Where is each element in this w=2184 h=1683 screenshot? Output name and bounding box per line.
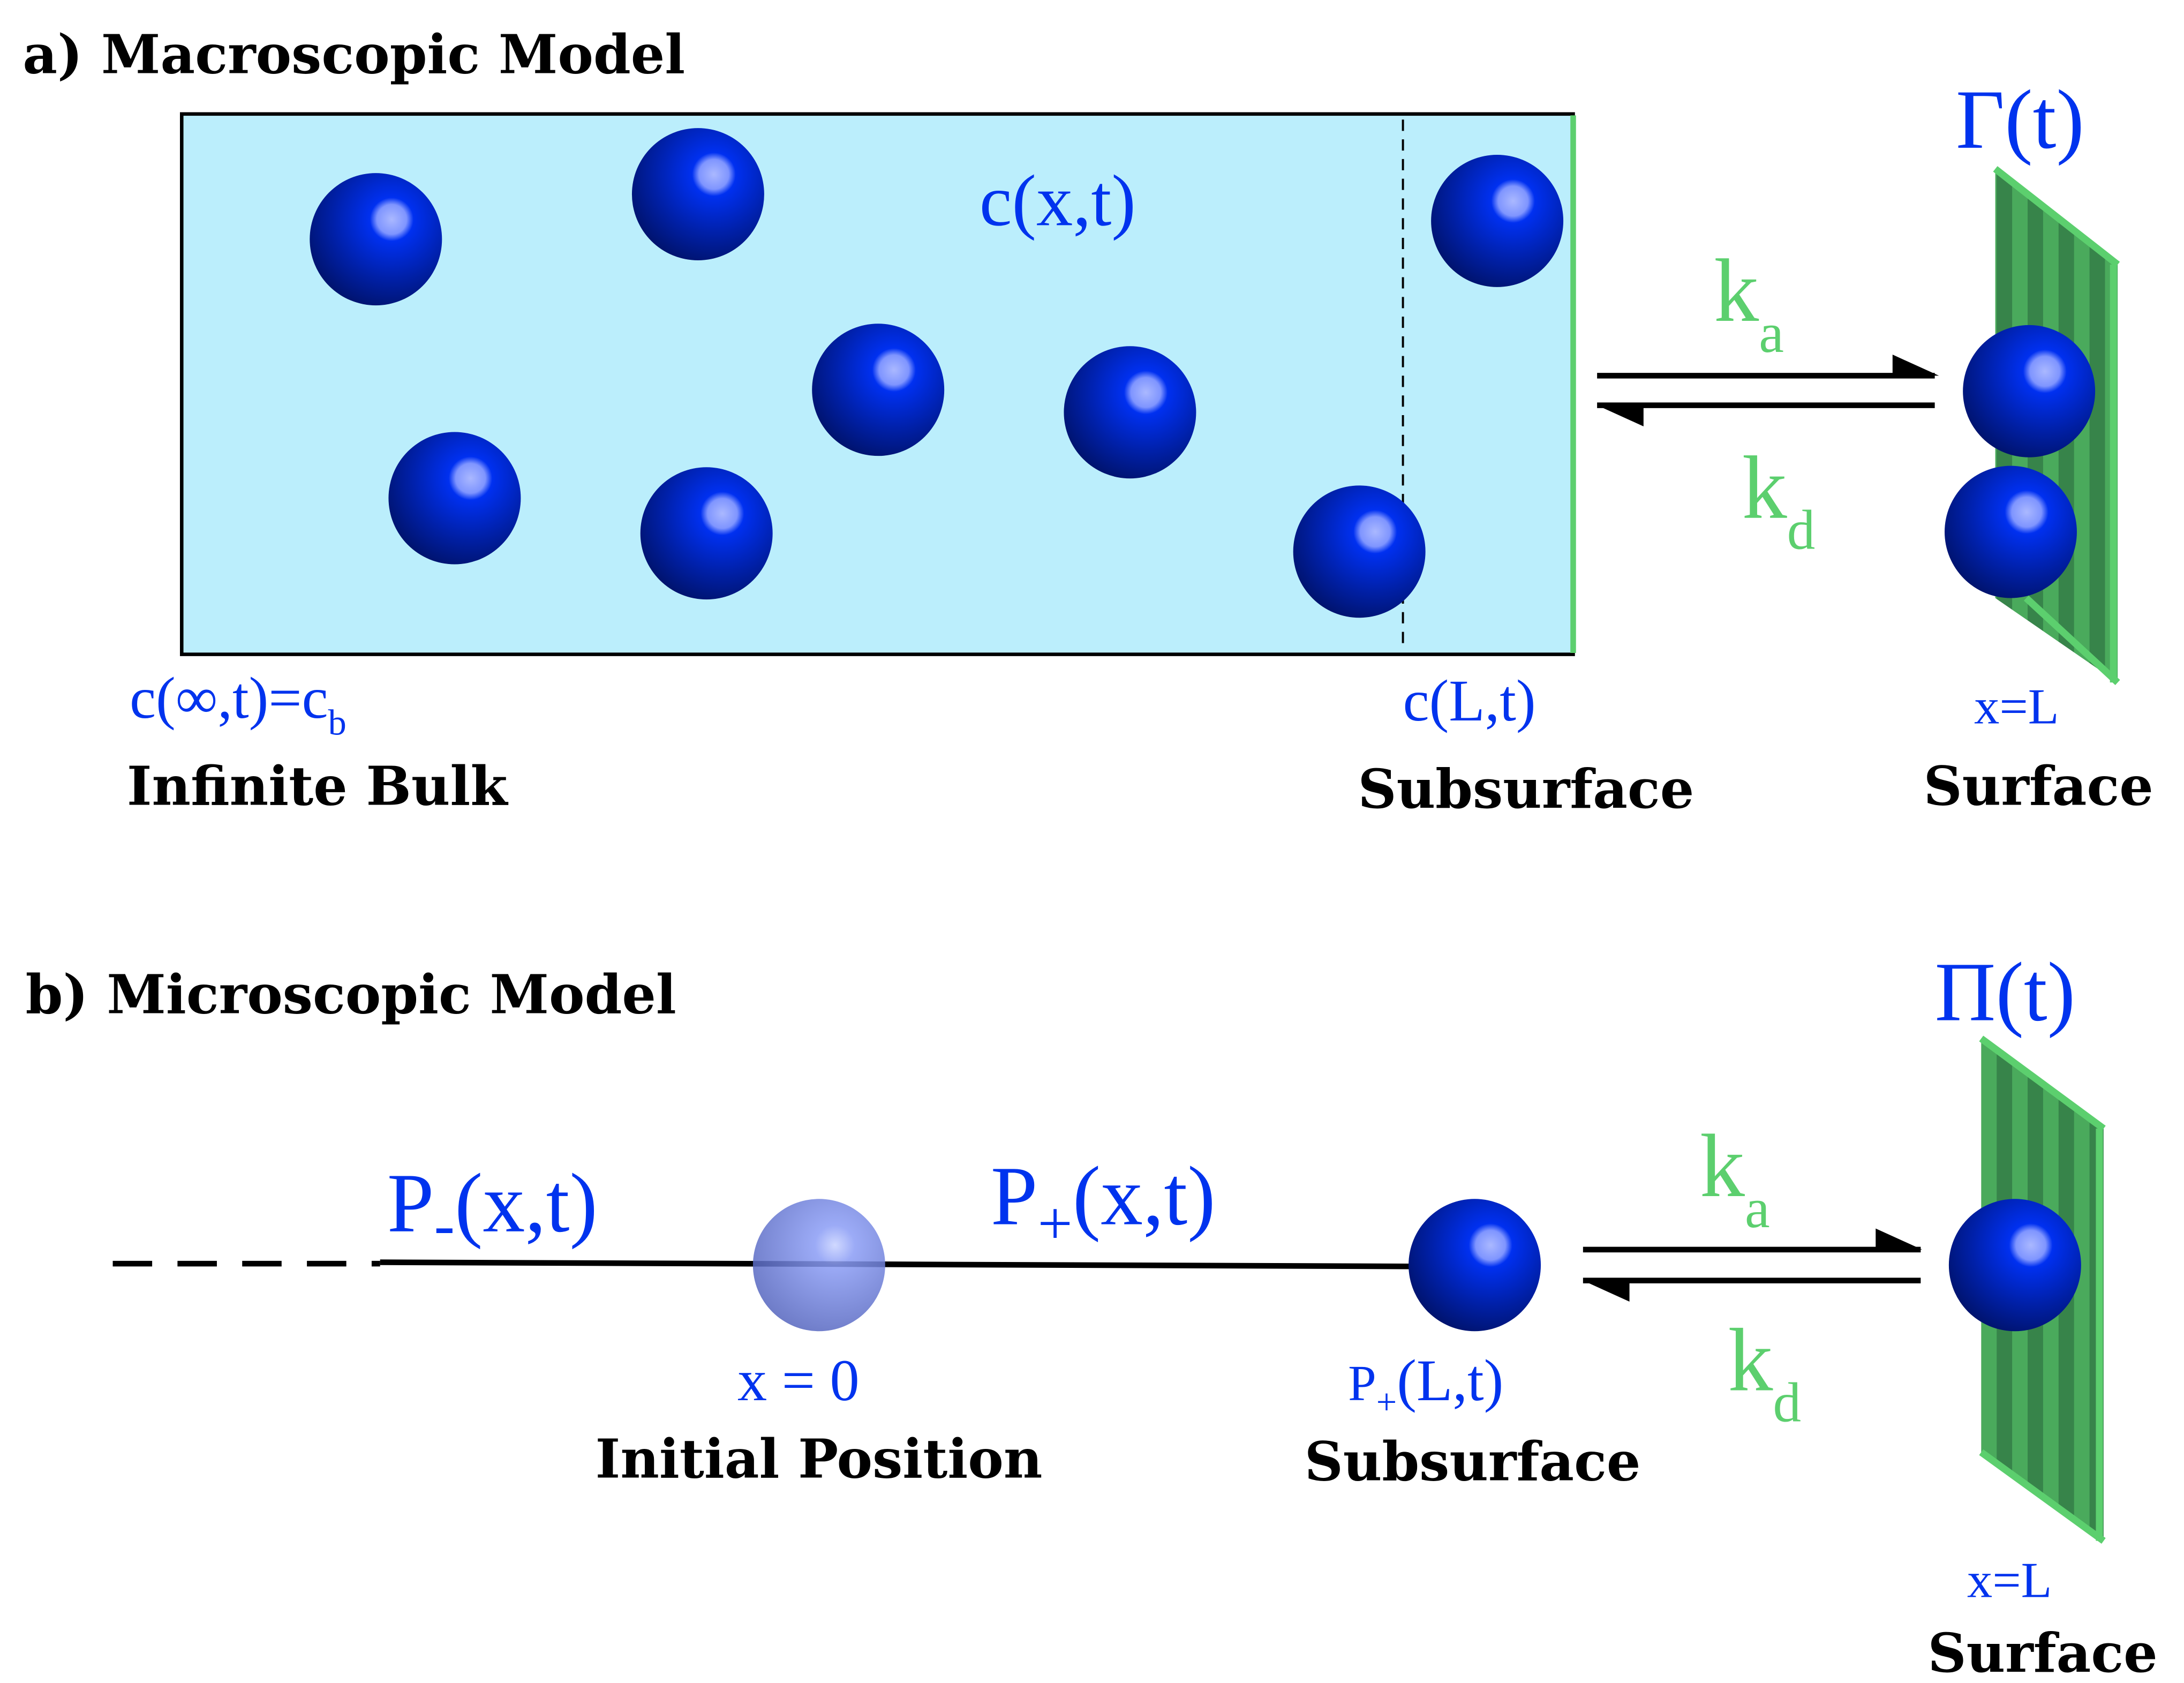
- surface-probability-label: Π(t): [1935, 946, 2076, 1039]
- adsorption-rate-b: ka: [1700, 1116, 1770, 1239]
- subsurface-label-b: Subsurface: [1305, 1430, 1641, 1493]
- infinite-bulk-label: Infinite Bulk: [127, 755, 509, 818]
- adsorption-rate-a: ka: [1714, 241, 1784, 364]
- bulk-concentration-label: c(x,t): [980, 160, 1136, 241]
- panel-b-title: b) Microscopic Model: [26, 963, 676, 1026]
- rate-arrows-a: [1597, 355, 1939, 427]
- subsurface-label-a: Subsurface: [1358, 757, 1695, 821]
- desorption-rate-a: kd: [1742, 438, 1816, 561]
- desorption-rate-b: kd: [1728, 1311, 1801, 1434]
- molecule: [1293, 485, 1426, 618]
- molecule: [388, 432, 521, 565]
- rate-arrows-b: [1583, 1228, 1922, 1302]
- molecule: [1431, 154, 1564, 287]
- panel-a-title: a) Macroscopic Model: [22, 23, 685, 86]
- subsurface-probability: P+(L,t): [1348, 1348, 1503, 1422]
- surface-label-b: Surface: [1927, 1621, 2157, 1683]
- surface-label-a: Surface: [1924, 755, 2153, 818]
- p-minus-label: P-(x,t): [387, 1157, 598, 1259]
- initial-molecule: [752, 1199, 885, 1332]
- molecule: [640, 467, 773, 600]
- surface-excess-label: Γ(t): [1956, 73, 2084, 167]
- position-axis: [380, 1259, 1421, 1269]
- molecule: [812, 324, 945, 456]
- subsurface-concentration: c(L,t): [1403, 668, 1536, 733]
- molecule: [1064, 346, 1196, 479]
- surface-position-a: x=L: [1974, 679, 2059, 734]
- p-plus-label: P+(x,t): [991, 1150, 1216, 1258]
- subsurface-molecule: [1409, 1199, 1541, 1332]
- adsorbed-molecule: [1945, 465, 2077, 598]
- adsorbed-molecule-b: [1948, 1199, 2081, 1332]
- bulk-boundary-condition: c(∞,t)=cb: [130, 665, 347, 743]
- surface-position-b: x=L: [1967, 1553, 2052, 1609]
- bulk-molecules: [310, 128, 1564, 618]
- molecule: [631, 128, 764, 261]
- origin-label: x = 0: [737, 1348, 860, 1413]
- initial-position-label: Initial Position: [596, 1427, 1043, 1490]
- molecule: [310, 173, 442, 306]
- adsorbed-molecule: [1963, 325, 2096, 457]
